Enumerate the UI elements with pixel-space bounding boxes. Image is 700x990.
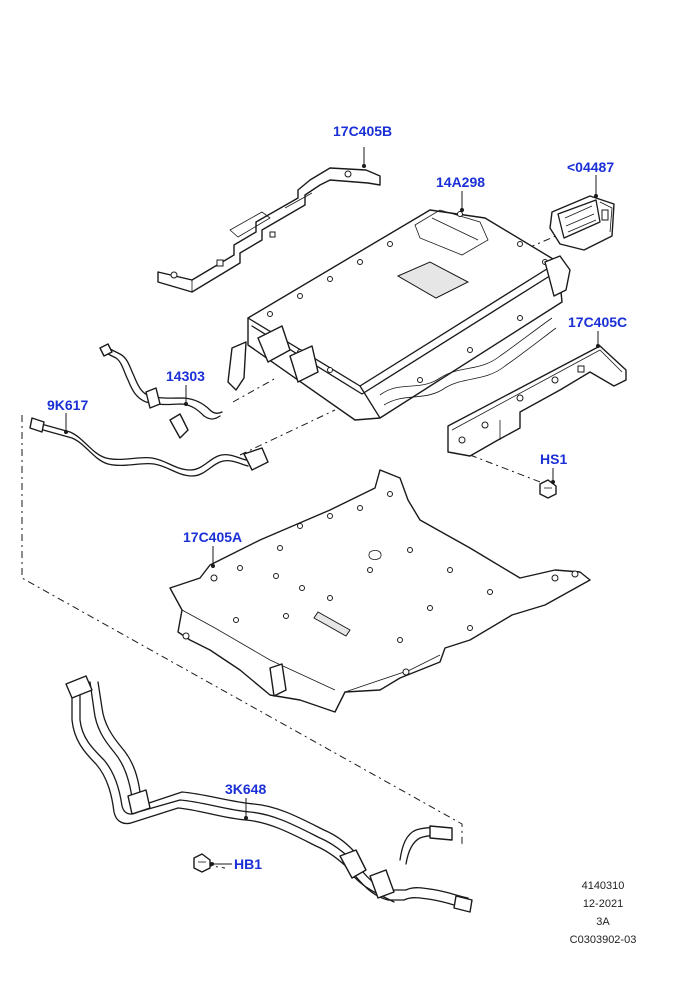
bracket-17c405b <box>157 167 381 293</box>
illustration-number: 4140310 <box>581 880 625 892</box>
bolt-hs1 <box>539 479 557 499</box>
bolt-hb1 <box>193 853 211 873</box>
drawing-reference-block: 4140310 12-2021 3A C0303902-03 <box>548 877 658 949</box>
callout-3k648[interactable]: 3K648 <box>225 781 267 797</box>
coolant-hose-3k648 <box>65 675 473 913</box>
sheet-code: 3A <box>596 916 610 928</box>
bracket-17c405c <box>447 345 627 457</box>
inverter-module-14a298 <box>227 209 571 421</box>
tray-17c405a <box>169 469 591 713</box>
callout-17c405b[interactable]: 17C405B <box>333 123 393 139</box>
tray-holes <box>182 491 579 676</box>
connector-04487 <box>549 195 615 251</box>
leader-lines <box>64 147 600 866</box>
revision-date: 12-2021 <box>582 898 624 910</box>
cable-14303 <box>99 343 223 439</box>
callout-14303[interactable]: 14303 <box>166 368 205 384</box>
callout-04487[interactable]: <04487 <box>567 159 615 175</box>
callout-17c405a[interactable]: 17C405A <box>183 529 243 545</box>
callout-hs1[interactable]: HS1 <box>540 451 568 467</box>
callout-9k617[interactable]: 9K617 <box>47 397 89 413</box>
callout-hb1[interactable]: HB1 <box>234 856 263 872</box>
callout-14a298[interactable]: 14A298 <box>436 174 486 190</box>
drawing-code: C0303902-03 <box>569 934 637 946</box>
coolant-pipe-9k617 <box>29 417 269 477</box>
callout-17c405c[interactable]: 17C405C <box>568 314 628 330</box>
